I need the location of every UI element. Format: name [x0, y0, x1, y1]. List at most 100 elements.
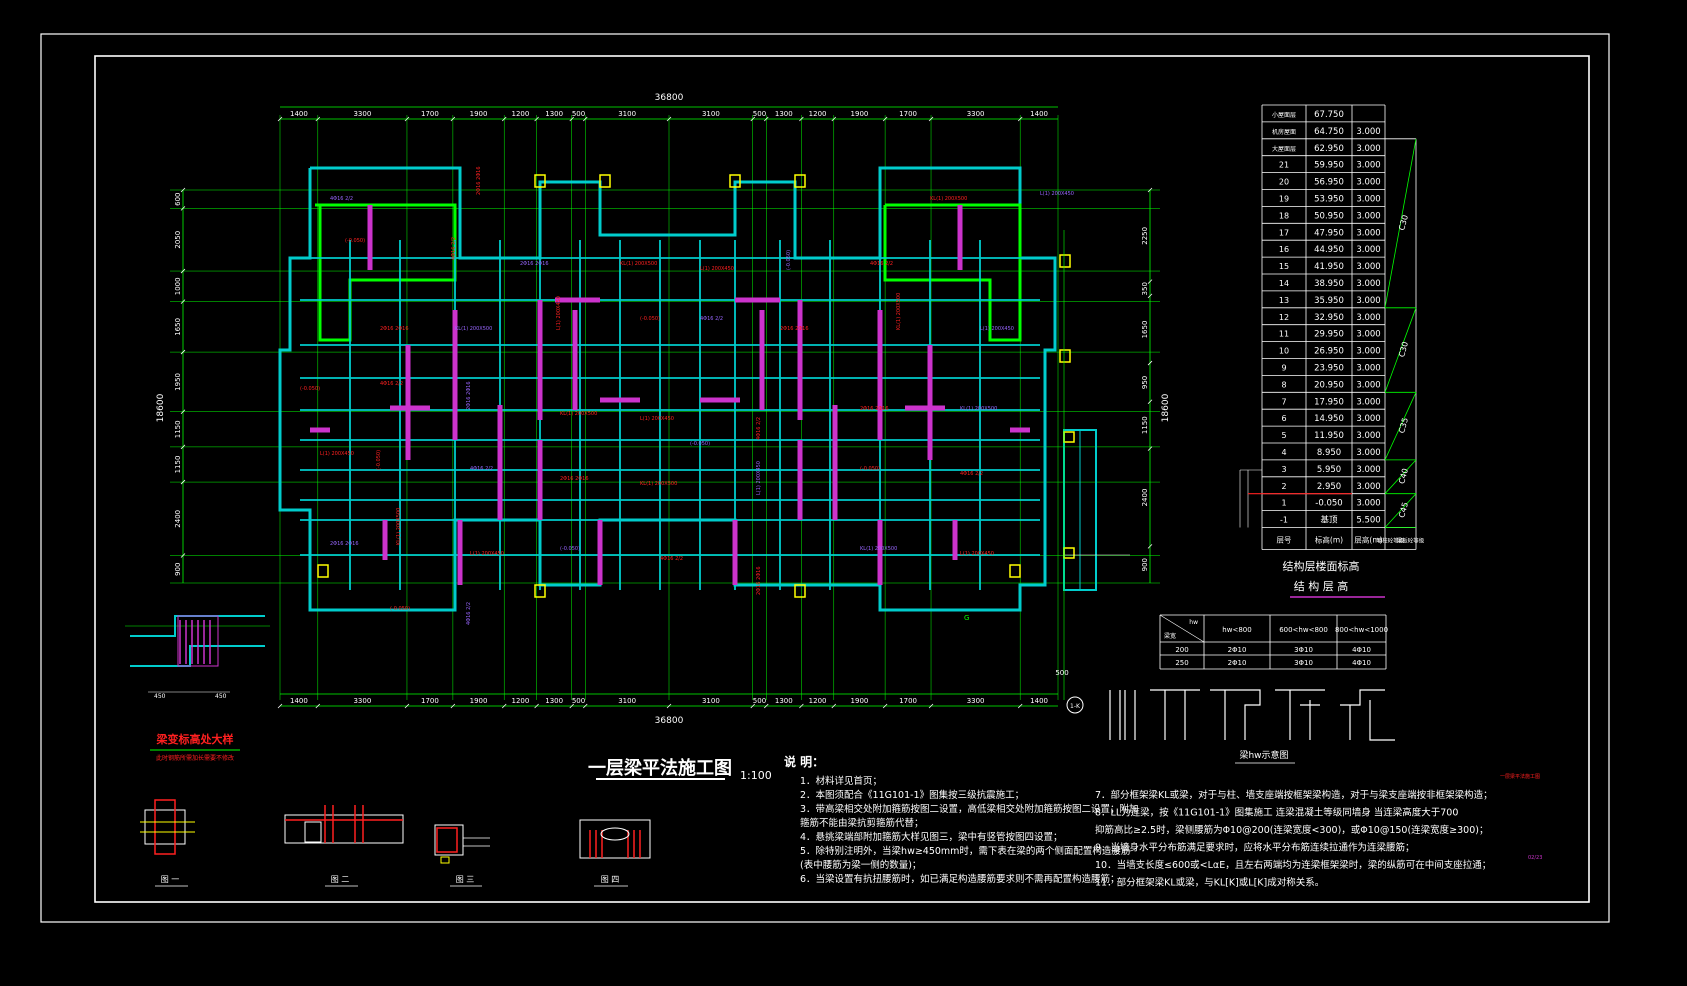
yellow-marker [729, 174, 741, 188]
hw-cell: 4Φ10 [1352, 659, 1371, 667]
dim-label: 1950 [174, 373, 182, 391]
beam-tag: KL(1) 200X500 [896, 293, 902, 330]
hw-header-cell: hw<800 [1222, 626, 1251, 634]
floor-cell: 大屋面层 [1272, 145, 1296, 153]
yellow-marker [1059, 349, 1071, 363]
slab-edge-left [315, 203, 457, 342]
beam-tag: KL(1) 200X500 [560, 411, 597, 417]
hw-section-shape [1340, 689, 1395, 741]
floor-cell: 5 [1281, 431, 1286, 440]
dim-tick [180, 444, 186, 450]
dim-tick [763, 703, 769, 709]
beam-tag: (-0.050) [640, 316, 660, 322]
dim-tick [180, 349, 186, 355]
dim-label: 1900 [470, 110, 488, 118]
dim-label: 3100 [702, 110, 720, 118]
height-cell: 3.000 [1356, 330, 1380, 340]
dim-tick [315, 116, 321, 122]
hw-header-cell: 800<hw<1000 [1335, 626, 1388, 634]
beam-tag: 4Φ16 2/2 [380, 381, 403, 387]
hw-diagram-shapes [1109, 689, 1395, 741]
floor-cell: 15 [1279, 262, 1289, 271]
elev-cell: 2.950 [1317, 482, 1341, 492]
dim-tick [666, 703, 672, 709]
beam-tag: KL(1) 200X500 [455, 326, 492, 332]
figure-2-label: 图 二 [331, 875, 350, 884]
dim-label: 1900 [470, 697, 488, 705]
hw-cell: 3Φ10 [1294, 646, 1313, 654]
figure-4-label: 图 四 [601, 875, 620, 884]
dim-tick [1147, 544, 1153, 549]
beam-tag: 2Φ16 2Φ16 [476, 166, 482, 195]
dim-label: 1300 [775, 110, 793, 118]
note-line: 11．部分框架梁KL或梁，与KL[K]或L[K]成对称关系。 [1095, 877, 1324, 889]
dim-tick [180, 409, 186, 415]
drawing-scale: 1:100 [740, 769, 772, 782]
dim-tick [799, 116, 804, 122]
dim-tick [928, 703, 934, 709]
beam-tag: L(1) 200X450 [556, 296, 562, 330]
note-line: 9．当墙身水平分布筋满足要求时，应将水平分布筋连续拉通作为连梁腰筋； [1095, 842, 1415, 854]
dim-tick [582, 703, 588, 709]
dim-tick [501, 703, 507, 709]
floor-cell: 11 [1279, 330, 1289, 339]
elev-cell: 5.950 [1317, 465, 1341, 475]
yellow-marker [317, 564, 329, 578]
hw-section-shape [1275, 689, 1325, 740]
elev-cell: 29.950 [1314, 330, 1344, 340]
floor-cell: 1 [1281, 499, 1286, 508]
elev-cell: 35.950 [1314, 296, 1344, 306]
beam-tag: (-0.050) [560, 546, 580, 552]
outer-frame [40, 33, 1610, 923]
grade-label: C30 [1397, 341, 1410, 359]
floor-table-subtitle: 结 构 层 高 [1294, 579, 1349, 593]
dim-tick [831, 116, 837, 122]
dim-tick [180, 268, 186, 274]
note-line: 10．当墙支长度≤600或<LαE，且左右两端均为连梁框架梁时，梁的纵筋可在中间… [1095, 859, 1491, 871]
dim-tick [450, 116, 456, 122]
elev-cell: 62.950 [1314, 144, 1344, 154]
dim-label: 1300 [775, 697, 793, 705]
beam-tag: 2Φ16 2Φ16 [756, 566, 762, 595]
dim-tick [1147, 279, 1153, 284]
drawing-title: 一层梁平法施工图 [588, 757, 732, 779]
floor-cell: 3 [1281, 465, 1286, 474]
elev-cell: 基顶 [1320, 515, 1338, 526]
elev-cell: 32.950 [1314, 313, 1344, 323]
bottom-total-dim: 36800 [655, 716, 684, 726]
dim-tick [750, 703, 756, 709]
hw-section-shape [1109, 690, 1136, 740]
dim-tick [180, 553, 186, 558]
dim-label: 3100 [618, 110, 636, 118]
note-line: 抑筋高比≥2.5时，梁侧腰筋为Φ10@200(连梁宽度<300)，或Φ10@15… [1095, 824, 1488, 836]
floor-cell: 16 [1279, 245, 1289, 254]
dim-label: 1150 [174, 420, 182, 438]
beam-tag: L(1) 200X450 [960, 551, 994, 557]
elev-cell: 14.950 [1314, 414, 1344, 424]
beam-tag: KL(1) 200X500 [930, 196, 967, 202]
table-footer: 梁板砼等级 [1397, 537, 1425, 545]
yellow-marker [1059, 254, 1071, 268]
yellow-marker [794, 584, 806, 598]
dim-tick [277, 703, 283, 709]
beam-step-detail: 450 450 梁变标高处大样 此时钢筋所需加长需要不修改 [125, 615, 270, 762]
height-cell: 3.000 [1356, 245, 1380, 255]
dim-tick [501, 116, 507, 122]
dim-label: 1400 [290, 110, 308, 118]
dim-label: 1900 [851, 110, 869, 118]
left-total-dim: 18600 [156, 393, 166, 422]
dim-tick [1147, 446, 1153, 451]
dim-label: 500 [572, 110, 585, 118]
height-cell: 3.000 [1356, 313, 1380, 323]
dim-tick [799, 703, 804, 709]
grade-zone-line [1384, 493, 1417, 528]
dim-label: 1300 [545, 697, 563, 705]
dim-label: 3300 [353, 697, 371, 705]
grade-zone-line [1384, 392, 1417, 461]
beam-tag: 4Φ16 2/2 [451, 237, 457, 260]
dim-label: 1200 [512, 697, 530, 705]
beam-tag: KL(1) 200X500 [396, 508, 402, 545]
beam-step-title: 梁变标高处大样 [156, 732, 234, 746]
